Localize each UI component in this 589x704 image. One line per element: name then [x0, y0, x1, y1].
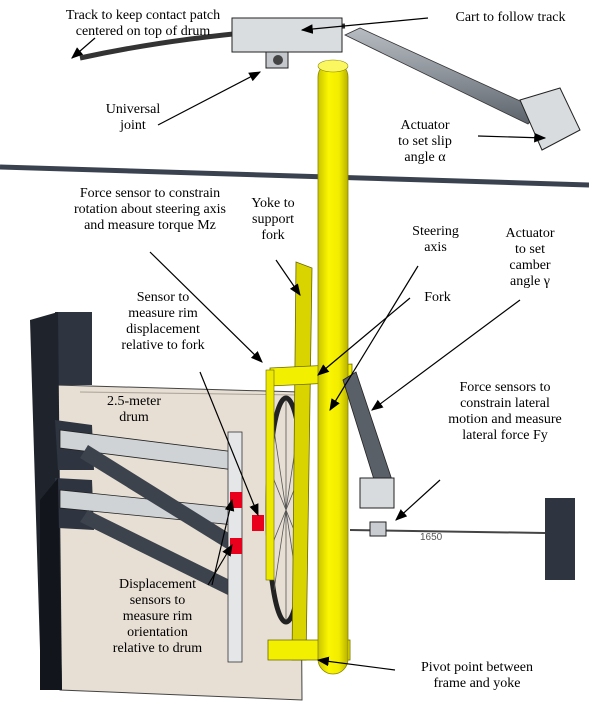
arrow-icon — [149, 251, 263, 363]
ceiling-line — [0, 164, 589, 188]
arrow-icon — [275, 259, 301, 296]
arrow-icon — [477, 132, 547, 143]
lateral-force-link: 1650 — [349, 498, 575, 580]
arrow-icon — [71, 37, 96, 59]
arrow-icon — [316, 656, 396, 671]
arrow-icon — [157, 71, 262, 126]
arrow-icon — [300, 17, 429, 34]
camber-actuator — [342, 371, 395, 509]
arrow-icon — [395, 479, 441, 521]
annotation-arrows — [71, 17, 547, 671]
arrow-icon — [207, 543, 233, 586]
arrow-icon — [199, 371, 259, 517]
arrow-icon — [317, 297, 411, 376]
cart-and-track — [79, 17, 346, 69]
svg-text:1650: 1650 — [420, 532, 443, 543]
arrow-icon — [211, 498, 235, 586]
arrow-icon — [371, 299, 521, 411]
arrow-icon — [329, 265, 419, 412]
yellow-pole — [317, 59, 349, 675]
frame-structure — [30, 312, 243, 690]
label-fork: Fork — [424, 290, 451, 305]
slip-actuator — [344, 27, 581, 151]
label-cart: Cart to follow track — [455, 10, 566, 25]
